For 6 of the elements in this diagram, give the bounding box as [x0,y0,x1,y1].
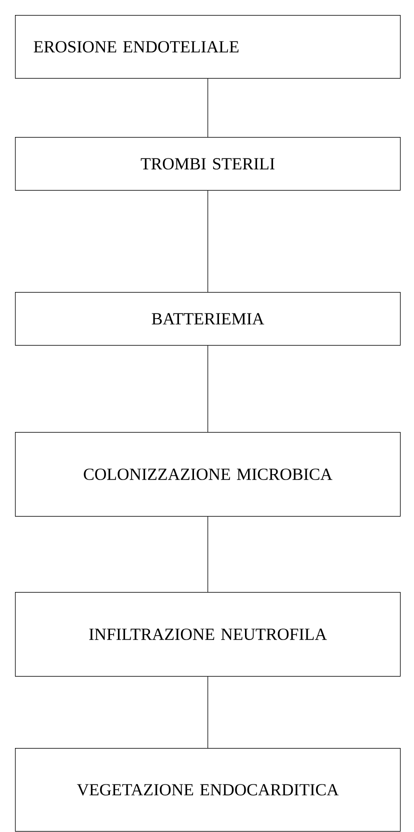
process-box: VEGETAZIONE ENDOCARDITICA [15,748,401,832]
process-box: BATTERIEMIA [15,292,401,346]
process-box: EROSIONE ENDOTELIALE [15,15,401,79]
process-box: COLONIZZAZIONE MICROBICA [15,432,401,517]
process-box: INFILTRAZIONE NEUTROFILA [15,592,401,677]
process-box: TROMBI STERILI [15,137,401,191]
